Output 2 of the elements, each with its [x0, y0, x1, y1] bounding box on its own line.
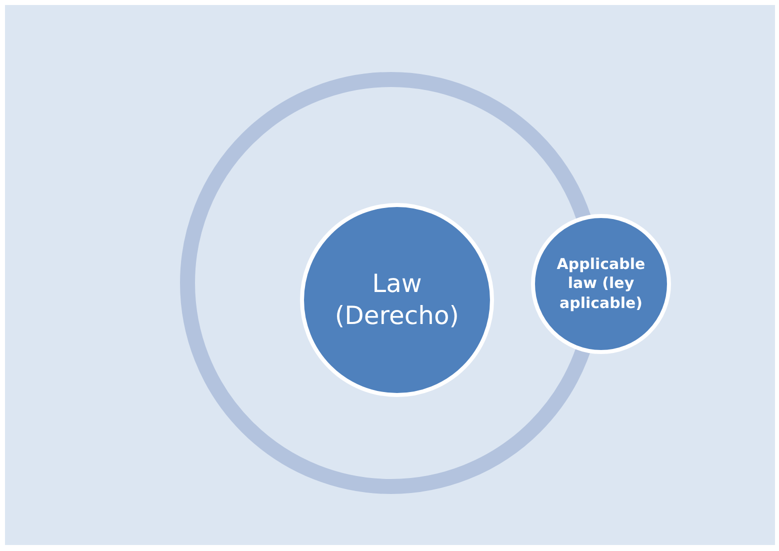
circle-label: Applicable law (ley aplicable)	[556, 254, 646, 314]
circle-label: Law (Derecho)	[334, 268, 460, 332]
